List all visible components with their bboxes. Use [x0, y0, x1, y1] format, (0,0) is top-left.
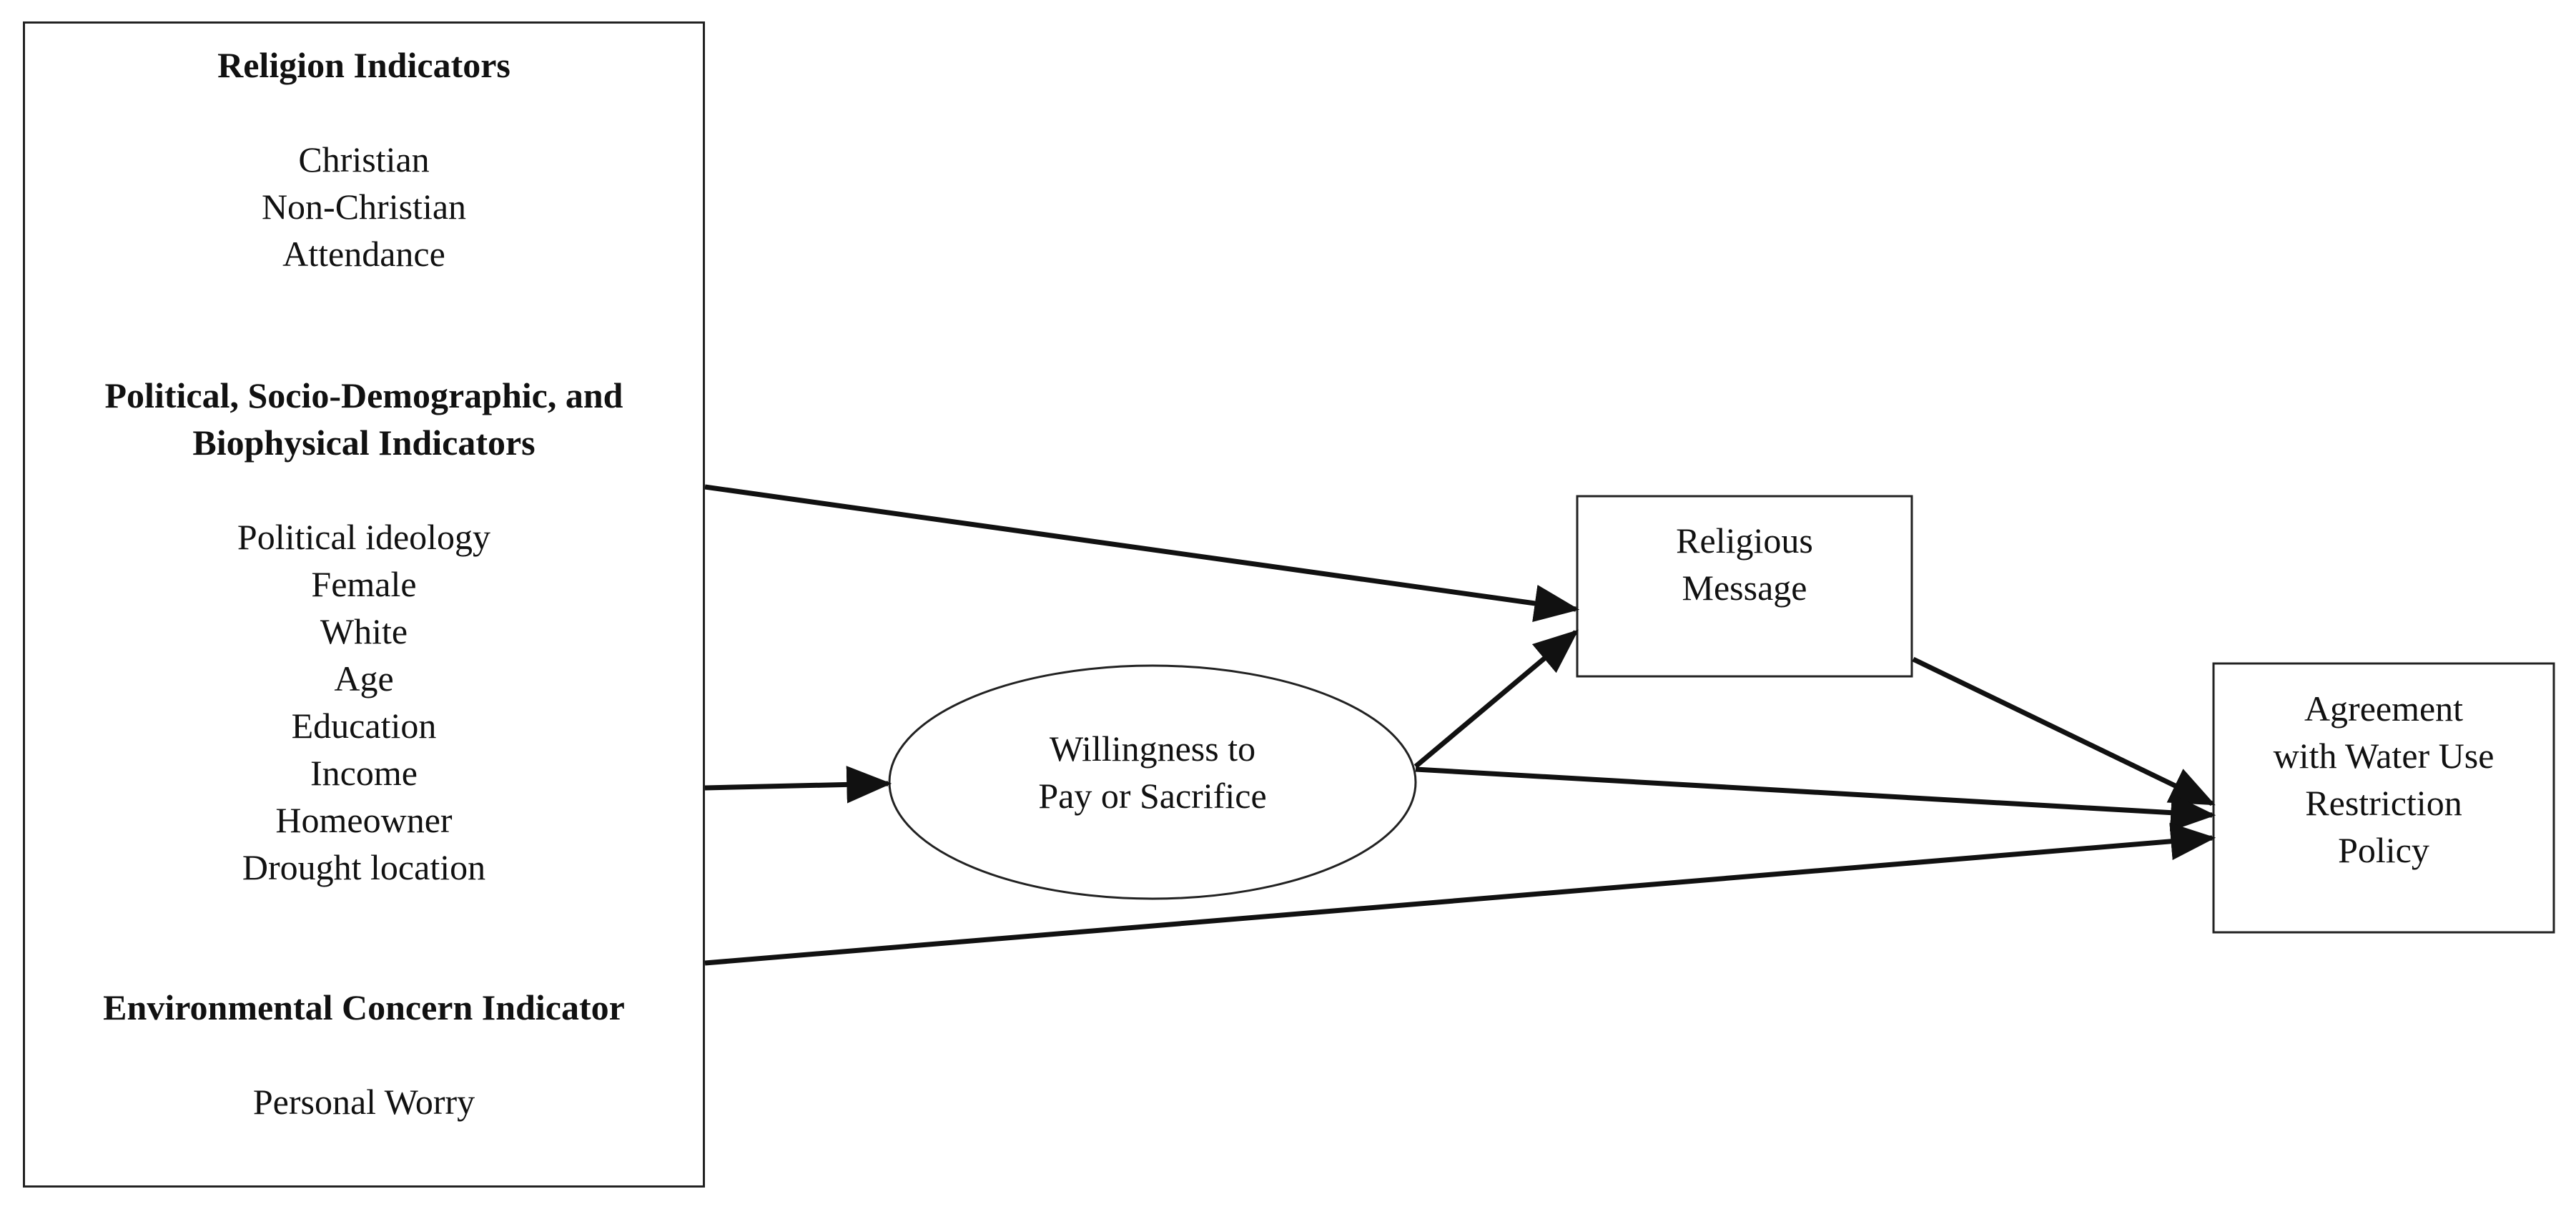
- arrow-panel-to-religious-message: [704, 484, 1580, 622]
- willingness-label-line1: Willingness to: [1049, 729, 1256, 769]
- willingness-label: Willingness to Pay or Sacrifice: [889, 708, 1416, 837]
- religion-item-non-christian: Non-Christian: [261, 187, 467, 227]
- religion-indicators-heading: Religion Indicators: [217, 45, 510, 85]
- indicator-panel: [23, 21, 705, 1188]
- agreement-label-line4: Policy: [2338, 830, 2429, 870]
- arrow-panel-to-agreement: [704, 822, 2216, 966]
- arrow-willingness-to-religious-message: [1413, 629, 1579, 769]
- arrow-willingness-to-agreement: [1415, 766, 2216, 832]
- political-indicators-group: Political, Socio-Demographic, and Biophy…: [23, 372, 705, 891]
- religious-message-label: Religious Message: [1577, 510, 1912, 618]
- religion-indicators-group: Religion Indicators Christian Non-Christ…: [23, 41, 705, 277]
- political-item-white: White: [320, 611, 408, 651]
- agreement-label-line3: Restriction: [2305, 783, 2462, 823]
- political-indicators-heading-line1: Political, Socio-Demographic, and: [104, 375, 623, 415]
- political-item-ideology: Political ideology: [237, 517, 491, 557]
- agreement-label-line1: Agreement: [2304, 689, 2464, 729]
- political-indicators-heading-line2: Biophysical Indicators: [192, 423, 536, 463]
- willingness-label-line2: Pay or Sacrifice: [1038, 776, 1267, 816]
- religious-message-label-line2: Message: [1682, 568, 1807, 608]
- political-item-age: Age: [334, 658, 394, 699]
- political-item-education: Education: [291, 706, 437, 746]
- political-item-homeowner: Homeowner: [275, 800, 453, 840]
- religion-item-attendance: Attendance: [282, 234, 445, 274]
- agreement-label: Agreement with Water Use Restriction Pol…: [2214, 676, 2554, 883]
- arrow-religious-message-to-agreement: [1912, 656, 2216, 806]
- political-item-drought-location: Drought location: [242, 847, 486, 887]
- political-item-income: Income: [310, 753, 418, 793]
- religious-message-label-line1: Religious: [1676, 520, 1813, 561]
- environmental-indicator-heading: Environmental Concern Indicator: [103, 987, 625, 1027]
- environmental-indicator-group: Environmental Concern Indicator Personal…: [23, 984, 705, 1125]
- environmental-item-personal-worry: Personal Worry: [252, 1082, 475, 1122]
- arrow-panel-to-willingness: [704, 766, 892, 804]
- religion-item-christian: Christian: [298, 139, 430, 179]
- agreement-label-line2: with Water Use: [2273, 736, 2494, 776]
- political-item-female: Female: [311, 564, 417, 604]
